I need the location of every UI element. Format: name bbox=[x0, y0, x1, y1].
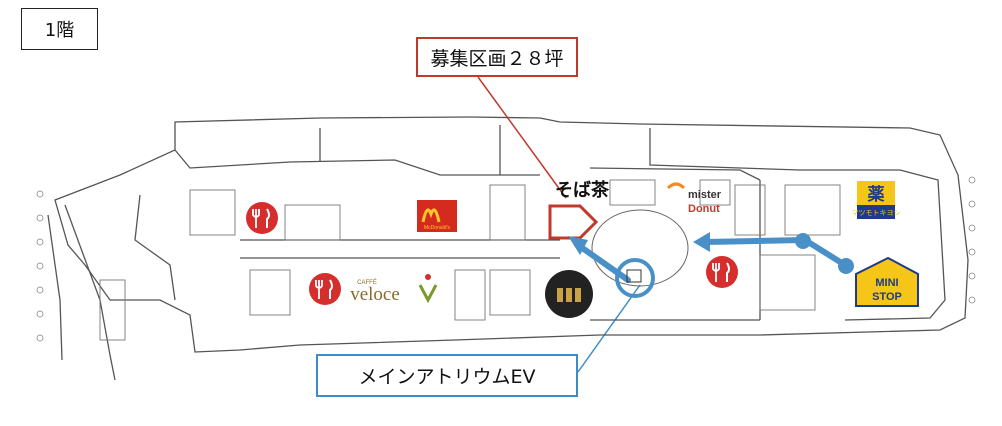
elevator-icon bbox=[626, 269, 642, 283]
mister-donut-logo: mister Donut bbox=[666, 182, 722, 215]
svg-text:薬: 薬 bbox=[868, 185, 885, 205]
svg-text:MINI: MINI bbox=[875, 277, 898, 289]
building-outline bbox=[47, 116, 969, 381]
route-arrow bbox=[702, 237, 806, 245]
veloce-mark bbox=[418, 284, 438, 304]
route-waypoint bbox=[795, 233, 811, 249]
svg-text:mister: mister bbox=[688, 189, 722, 201]
svg-text:CAFFÉ: CAFFÉ bbox=[357, 279, 377, 286]
route-arrow-head bbox=[693, 232, 710, 252]
grid-markers bbox=[36, 176, 976, 342]
mcdonalds-logo: McDonald's bbox=[417, 200, 457, 232]
route-waypoint bbox=[838, 258, 854, 274]
route-arrows bbox=[575, 237, 848, 283]
elevator-highlight bbox=[615, 258, 655, 298]
restaurant-icon bbox=[309, 273, 341, 305]
soba-logo: そば茶 bbox=[555, 179, 610, 201]
svg-text:Donut: Donut bbox=[688, 203, 720, 215]
atrium-leader-line bbox=[577, 284, 641, 373]
interior-rooms bbox=[99, 179, 841, 341]
route-arrow bbox=[802, 237, 848, 268]
veloce-label: veloce bbox=[350, 284, 400, 305]
atrium-floor bbox=[591, 209, 689, 287]
route-arrow-head bbox=[568, 236, 588, 255]
floor-label: 1階 bbox=[21, 8, 98, 50]
mcdonalds-label: McDonald's bbox=[424, 225, 450, 231]
pharmacy-logo: 薬 マツモトキヨシ bbox=[852, 181, 901, 219]
svg-text:そば茶: そば茶 bbox=[555, 179, 610, 201]
vacancy-leader-line bbox=[477, 76, 567, 199]
svg-text:マツモトキヨシ: マツモトキヨシ bbox=[852, 209, 901, 217]
vacancy-area-outline bbox=[548, 204, 599, 240]
route-arrow bbox=[575, 242, 631, 283]
restaurant-icon bbox=[246, 202, 278, 234]
atrium-elevator-callout: メインアトリウムEV bbox=[316, 354, 578, 397]
coffee-shop-logo bbox=[545, 270, 593, 318]
ministop-logo: MINI STOP bbox=[855, 256, 919, 307]
restaurant-icon bbox=[706, 256, 738, 288]
svg-text:STOP: STOP bbox=[872, 291, 902, 303]
vacancy-callout: 募集区画２８坪 bbox=[416, 37, 578, 77]
veloce-logo: CAFFÉ veloce bbox=[350, 274, 438, 305]
